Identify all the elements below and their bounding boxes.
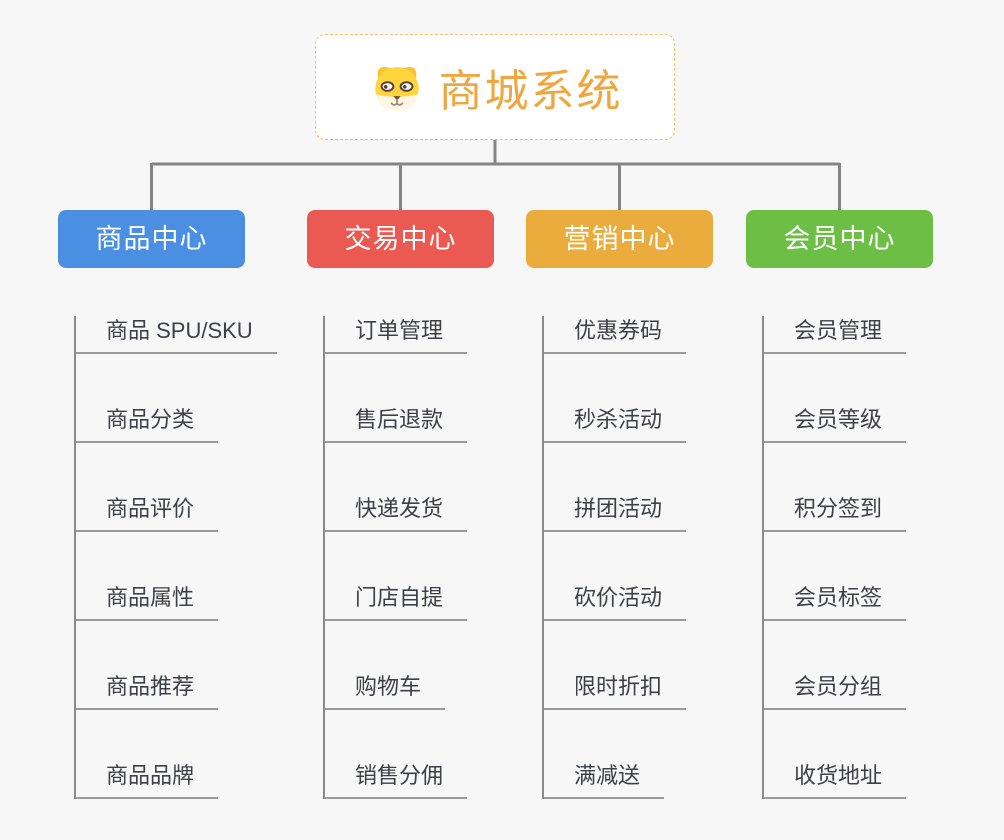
mindmap-item[interactable]: 商品品牌 bbox=[76, 761, 219, 799]
mindmap-item[interactable]: 限时折扣 bbox=[544, 672, 687, 710]
branch-header-label: 商品中心 bbox=[95, 224, 208, 254]
branch-header[interactable]: 营销中心 bbox=[526, 210, 713, 268]
mindmap-item[interactable]: 商品 SPU/SKU bbox=[76, 316, 277, 354]
root-node[interactable]: 商城系统 bbox=[315, 34, 675, 140]
mindmap-item[interactable]: 快递发货 bbox=[325, 494, 468, 532]
mindmap-item[interactable]: 收货地址 bbox=[764, 761, 907, 799]
mindmap-item[interactable]: 销售分佣 bbox=[325, 761, 468, 799]
branch-header[interactable]: 交易中心 bbox=[307, 210, 494, 268]
root-title: 商城系统 bbox=[438, 67, 623, 116]
mindmap-item[interactable]: 秒杀活动 bbox=[544, 405, 687, 443]
mindmap-item[interactable]: 商品推荐 bbox=[76, 672, 219, 710]
dog-icon bbox=[374, 66, 419, 111]
mindmap-item[interactable]: 商品属性 bbox=[76, 583, 219, 621]
mindmap-item[interactable]: 会员分组 bbox=[764, 672, 907, 710]
branch-items: 会员管理会员等级积分签到会员标签会员分组收货地址 bbox=[762, 316, 1004, 799]
branch-header[interactable]: 会员中心 bbox=[746, 210, 933, 268]
branch-header[interactable]: 商品中心 bbox=[58, 210, 245, 268]
branch-header-label: 会员中心 bbox=[783, 224, 896, 254]
mindmap-item[interactable]: 商品评价 bbox=[76, 494, 219, 532]
branch-column-4: 会员中心 会员管理会员等级积分签到会员标签会员分组收货地址 bbox=[746, 210, 1004, 799]
mindmap-item[interactable]: 满减送 bbox=[544, 761, 665, 799]
branch-column-3: 营销中心 优惠券码秒杀活动拼团活动砍价活动限时折扣满减送 bbox=[526, 210, 786, 799]
mindmap-item[interactable]: 商品分类 bbox=[76, 405, 219, 443]
mindmap-item[interactable]: 订单管理 bbox=[325, 316, 468, 354]
mindmap-item[interactable]: 会员标签 bbox=[764, 583, 907, 621]
branch-items: 订单管理售后退款快递发货门店自提购物车销售分佣 bbox=[323, 316, 567, 799]
branch-items: 优惠券码秒杀活动拼团活动砍价活动限时折扣满减送 bbox=[542, 316, 786, 799]
branch-items: 商品 SPU/SKU 商品分类商品评价商品属性商品推荐商品品牌 bbox=[74, 316, 318, 799]
mindmap-item[interactable]: 门店自提 bbox=[325, 583, 468, 621]
mindmap-item[interactable]: 会员等级 bbox=[764, 405, 907, 443]
mindmap-item[interactable]: 售后退款 bbox=[325, 405, 468, 443]
branch-column-1: 商品中心 商品 SPU/SKU 商品分类商品评价商品属性商品推荐商品品牌 bbox=[58, 210, 318, 799]
mindmap-item[interactable]: 购物车 bbox=[325, 672, 446, 710]
branch-column-2: 交易中心 订单管理售后退款快递发货门店自提购物车销售分佣 bbox=[307, 210, 567, 799]
branch-header-label: 交易中心 bbox=[344, 224, 457, 254]
mindmap-item[interactable]: 优惠券码 bbox=[544, 316, 687, 354]
mindmap-item[interactable]: 积分签到 bbox=[764, 494, 907, 532]
mindmap-item[interactable]: 砍价活动 bbox=[544, 583, 687, 621]
mindmap-item[interactable]: 会员管理 bbox=[764, 316, 907, 354]
branch-header-label: 营销中心 bbox=[563, 224, 676, 254]
mindmap-item[interactable]: 拼团活动 bbox=[544, 494, 687, 532]
